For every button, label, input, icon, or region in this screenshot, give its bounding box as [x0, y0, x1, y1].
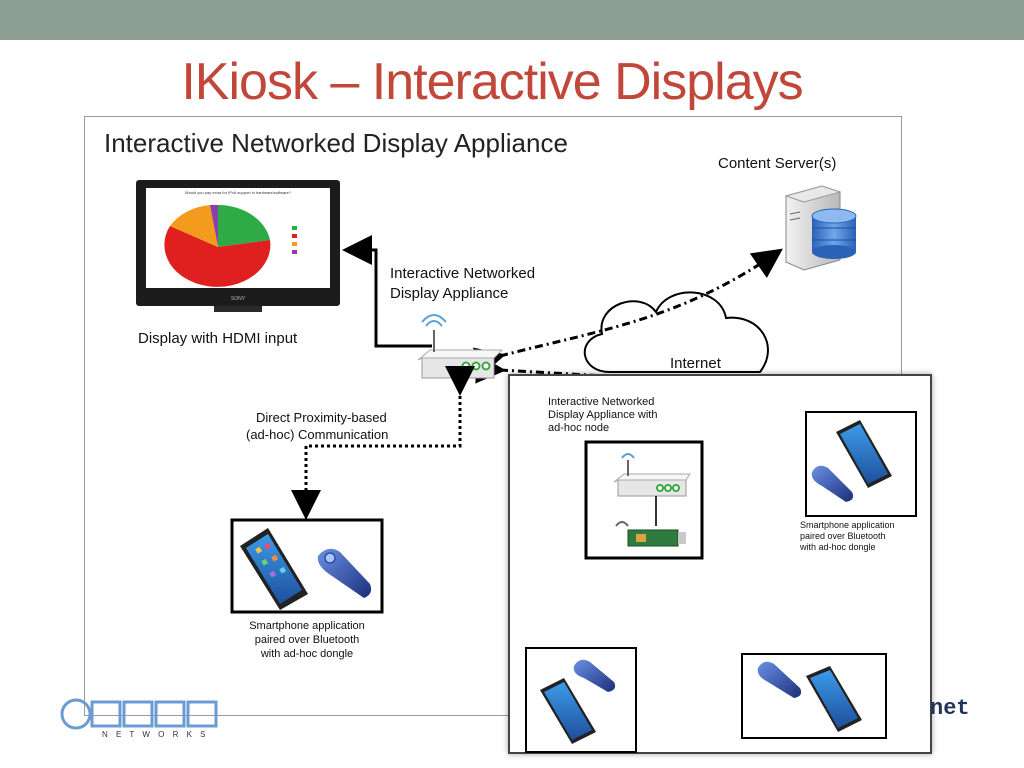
tv-chart-title: Would you pay extra for IPv6 support in …: [185, 190, 292, 195]
logo-mark: [60, 698, 218, 730]
inset-smartphone-icon: [836, 420, 892, 488]
appliance-label-line2: Display Appliance: [390, 285, 509, 302]
inset-graphics: [525, 411, 917, 753]
inset-adhoc-diagram: Interactive Networked Display Appliance …: [508, 374, 932, 754]
inset-dongle-icon-3: [757, 661, 802, 698]
inset-smartphone-icon-3: [806, 666, 862, 732]
slide-title: IKiosk – Interactive Displays: [181, 53, 803, 111]
proximity-link: [291, 366, 475, 520]
smartphone-icon: [240, 528, 308, 610]
phone-caption-line2: paired over Bluetooth: [254, 634, 360, 646]
inset-appliance-label-line1: Interactive Networked: [548, 396, 655, 408]
inset-phone-caption-line1: Smartphone application: [800, 520, 895, 530]
inset-phone-caption-line3: with ad-hoc dongle: [800, 542, 876, 552]
inset-phone-box-top-right: [805, 411, 917, 517]
phone-caption-line3: with ad-hoc dongle: [260, 648, 354, 660]
inset-dongle-icon: [811, 465, 854, 502]
bluetooth-dongle-icon: [317, 548, 372, 598]
company-logo-right: net: [930, 696, 970, 721]
content-server-icon: [784, 185, 857, 271]
inset-phone-caption-line2: paired over Bluetooth: [800, 531, 886, 541]
appliance-to-tv-arrow: [342, 235, 432, 348]
inset-smartphone-icon-2: [540, 678, 596, 744]
inset-dongle-icon-2: [573, 659, 616, 692]
inset-appliance-label-line3: ad-hoc node: [548, 422, 610, 434]
proximity-label-line2: (ad-hoc) Communication: [246, 427, 389, 442]
inset-router-icon: [613, 453, 691, 497]
appliance-internet-link: [475, 353, 641, 384]
inset-appliance-label-line2: Display Appliance with: [548, 409, 658, 421]
internet-label: Internet: [670, 355, 721, 372]
tv-display-icon: [136, 180, 340, 312]
company-logo-left: N E T W O R K S: [58, 694, 228, 744]
phone-caption-line1: Smartphone application: [249, 620, 365, 632]
content-server-label: Content Server(s): [718, 155, 837, 172]
diagram-title: Interactive Networked Display Appliance: [104, 128, 568, 158]
logo-subtext: N E T W O R K S: [102, 730, 209, 739]
display-label: Display with HDMI input: [138, 330, 298, 347]
tv-pie-chart: [164, 204, 271, 287]
inset-adhoc-node-icon: [615, 521, 686, 547]
proximity-label-line1: Direct Proximity-based: [256, 410, 387, 425]
appliance-label-line1: Interactive Networked: [390, 265, 536, 282]
tv-brand: SONY: [231, 296, 246, 302]
top-bar: [0, 0, 1024, 40]
appliance-server-link: [472, 248, 783, 377]
